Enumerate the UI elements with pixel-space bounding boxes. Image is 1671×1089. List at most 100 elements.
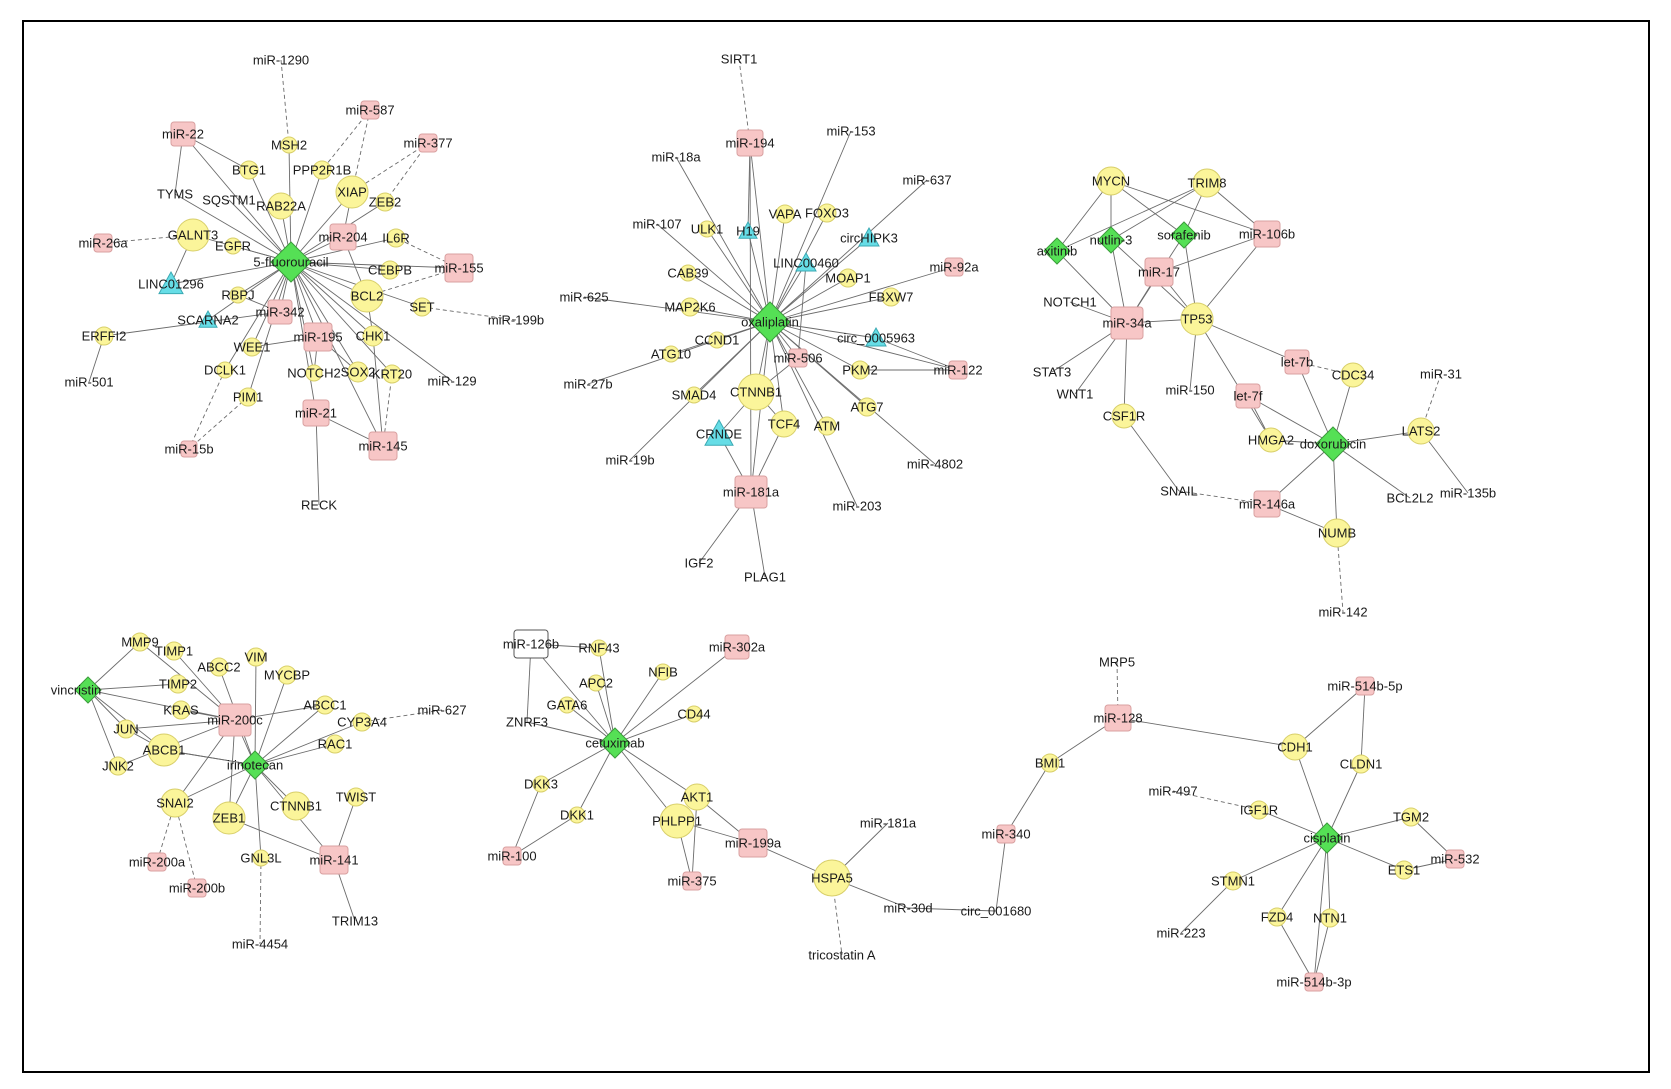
edge-c1-c6 (614, 671, 664, 744)
node-label: KRT20 (372, 367, 412, 382)
node-label: GALNT3 (168, 228, 219, 243)
node-label: RBPJ (221, 288, 254, 303)
node-label: LINC00460 (773, 256, 839, 271)
gene-circle-icon (1401, 807, 1421, 827)
node-label: miR-92a (929, 260, 979, 275)
node-label: miR-200c (207, 713, 263, 728)
node-mir-92a: miR-92a (929, 257, 979, 277)
node-mrp5: MRP5 (1099, 655, 1135, 670)
mirna-square-icon (1253, 220, 1281, 248)
node-ets1: ETS1 (1388, 860, 1420, 880)
edge-d26-d27 (1336, 532, 1344, 613)
mirna-square-icon (944, 257, 964, 277)
gene-circle-icon (685, 705, 703, 723)
edge-n1-n26 (207, 261, 292, 321)
mirna-square-icon (329, 223, 357, 251)
node-trim8: TRIM8 (1188, 168, 1227, 198)
edge-d5-d7 (1110, 180, 1268, 235)
node-label: PLAG1 (744, 570, 786, 585)
gene-circle-icon (147, 733, 181, 767)
edge-d4-d18 (1247, 395, 1334, 445)
node-label: miR-204 (318, 230, 367, 245)
node-notch1: NOTCH1 (1043, 295, 1096, 310)
node-trim13: TRIM13 (332, 914, 378, 929)
node-btg1: BTG1 (232, 160, 266, 180)
gene-circle-icon (267, 192, 295, 220)
gene-circle-icon (325, 734, 345, 754)
node-label: BTG1 (232, 163, 266, 178)
gene-circle-icon (362, 325, 384, 347)
node-label: CCND1 (695, 333, 740, 348)
lncrna-triangle-icon (198, 309, 218, 328)
node-scarna2: SCARNA2 (177, 309, 239, 328)
node-stat3: STAT3 (1033, 365, 1072, 380)
node-mir-31: miR-31 (1420, 367, 1462, 382)
node-label: CYP3A4 (337, 715, 387, 730)
edge-v2-v23 (254, 764, 262, 859)
node-kras: KRAS (163, 700, 199, 720)
edge-c24-c25 (1116, 661, 1119, 719)
gene-circle-icon (246, 647, 266, 667)
edge-n27-n28 (103, 311, 281, 337)
edge-v1-v17 (87, 689, 119, 767)
lncrna-triangle-icon (795, 251, 817, 272)
gene-circle-icon (568, 806, 586, 824)
node-label: WNT1 (1057, 387, 1094, 402)
edge-o1-o24 (769, 321, 861, 371)
node-label: DKK3 (524, 777, 558, 792)
node-pkm2: PKM2 (842, 360, 878, 380)
node-label: TRIM8 (1188, 176, 1227, 191)
node-mir-637: miR-637 (902, 173, 951, 188)
node-label: miR-27b (563, 377, 612, 392)
gene-circle-icon (881, 287, 901, 307)
node-mir-22: miR-22 (162, 121, 204, 147)
node-bcl2: BCL2 (350, 279, 384, 313)
node-label: XIAP (337, 185, 367, 200)
edge-o1-o8 (706, 228, 771, 323)
node-label: SET (409, 300, 434, 315)
node-label: TGM2 (1393, 810, 1429, 825)
node-label: ATG10 (651, 347, 691, 362)
edge-n24-n25 (421, 306, 517, 321)
node-label: miR-135b (1440, 486, 1496, 501)
edge-d1-d5 (1056, 180, 1112, 252)
node-phlpp1: PHLPP1 (652, 803, 702, 839)
mirna-square-icon (502, 846, 522, 866)
gene-circle-icon (108, 756, 128, 776)
node-mir-15b: miR-15b (164, 440, 214, 458)
gene-circle-icon (1281, 733, 1309, 761)
node-wee1: WEE1 (234, 337, 270, 357)
node-vapa: VAPA (769, 204, 802, 224)
gene-circle-icon (239, 160, 259, 180)
edge-n38-n40 (188, 396, 249, 450)
mirna-square-icon (1355, 676, 1375, 696)
node-mir-194: miR-194 (725, 129, 775, 157)
node-smad4: SMAD4 (672, 386, 716, 404)
node-irinotecan: irinotecan (227, 750, 283, 780)
node-mir-142: miR-142 (1318, 605, 1367, 620)
mirna-square-icon (948, 360, 968, 380)
gene-circle-icon (1249, 800, 1269, 820)
edge-s1-s6 (1258, 809, 1328, 839)
node-timp2: TIMP2 (159, 674, 197, 694)
gene-circle-icon (654, 663, 672, 681)
node-label: irinotecan (227, 758, 283, 773)
gene-circle-icon (685, 386, 703, 404)
node-label: miR-625 (559, 290, 608, 305)
node-snai2: SNAI2 (156, 788, 194, 818)
node-mir-514b-5p: miR-514b-5p (1327, 676, 1403, 696)
gene-circle-icon (176, 218, 210, 252)
node-label: miR-141 (309, 853, 358, 868)
node-abcc2: ABCC2 (197, 657, 241, 677)
node-atm: ATM (814, 416, 840, 436)
node-label: CD44 (677, 707, 710, 722)
node-cyp3a4: CYP3A4 (337, 712, 387, 732)
node-mir-377: miR-377 (403, 133, 453, 153)
gene-circle-icon (346, 787, 366, 807)
node-label: circ_001680 (961, 904, 1032, 919)
node-label: miR-146a (1239, 497, 1296, 512)
gene-circle-icon (817, 416, 837, 436)
gene-circle-icon (813, 859, 851, 897)
node-rbpj: RBPJ (221, 286, 255, 304)
gene-circle-icon (662, 345, 680, 363)
